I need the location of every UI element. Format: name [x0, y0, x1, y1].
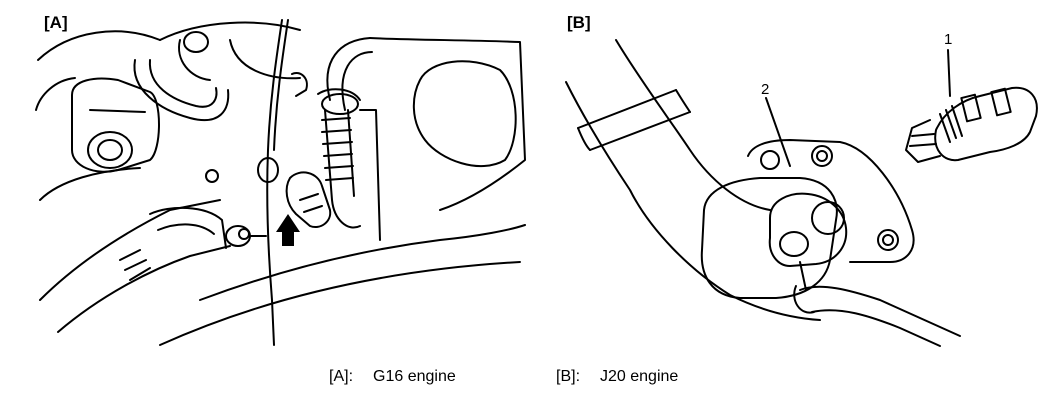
caption-b-text: J20 engine — [600, 368, 679, 385]
caption-b: [B]: J20 engine — [556, 369, 678, 385]
caption-a-text: G16 engine — [373, 368, 456, 385]
panel-b-label: [B] — [567, 13, 591, 32]
callout-2: 2 — [761, 81, 770, 98]
callout-1: 1 — [944, 31, 953, 48]
caption-a-tag: [A]: — [329, 368, 354, 385]
panel-a-label: [A] — [44, 13, 68, 32]
caption-b-tag: [B]: — [556, 368, 581, 385]
caption-a: [A]: G16 engine — [329, 369, 456, 385]
